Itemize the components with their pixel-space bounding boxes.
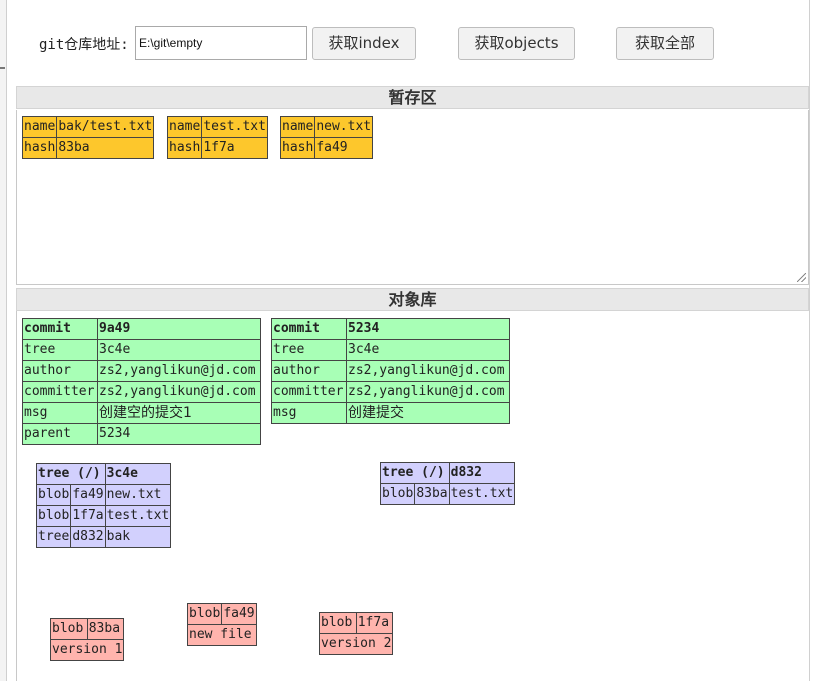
commit-kind: commit: [22, 318, 98, 340]
entry-hash: fa49: [314, 137, 374, 159]
tree-entry-type: tree: [35, 526, 72, 548]
commit-kind: commit: [271, 318, 347, 340]
tree-entry-type: blob: [379, 483, 416, 505]
commit-field-key: author: [271, 360, 347, 382]
commit-field-value: 创建空的提交1: [97, 402, 261, 424]
tree-hash: d832: [448, 462, 516, 484]
left-frame-edge: [0, 0, 7, 681]
tree-entry-hash: d832: [70, 526, 106, 548]
entry-name-key: name: [279, 116, 316, 138]
blob-kind: blob: [186, 603, 223, 625]
tree-hash: 3c4e: [104, 463, 172, 485]
right-frame-edge: [809, 0, 810, 681]
get-all-button[interactable]: 获取全部: [616, 27, 714, 60]
commit-field-value: zs2,yanglikun@jd.com: [346, 381, 510, 403]
tree-entry-name: test.txt: [104, 505, 172, 527]
commit-hash: 5234: [346, 318, 510, 340]
blob-kind: blob: [319, 612, 357, 634]
commit-field-value: zs2,yanglikun@jd.com: [97, 360, 261, 382]
commit-field-key: tree: [22, 339, 98, 361]
blob-hash: fa49: [221, 603, 257, 625]
entry-hash-key: hash: [279, 137, 316, 159]
commit-field-key: parent: [22, 423, 98, 445]
object-store-title: 对象库: [16, 288, 809, 311]
entry-hash-key: hash: [21, 137, 58, 159]
tree-entry-hash: 83ba: [414, 483, 450, 505]
commit-field-value: zs2,yanglikun@jd.com: [97, 381, 261, 403]
resize-grip-icon[interactable]: [797, 273, 806, 282]
blob-content: version 1: [49, 639, 125, 661]
tree-entry-name: new.txt: [104, 484, 172, 506]
entry-hash: 1f7a: [201, 137, 268, 159]
blob-hash: 1f7a: [355, 612, 394, 634]
commit-field-value: zs2,yanglikun@jd.com: [346, 360, 510, 382]
tree-entry-type: blob: [35, 505, 72, 527]
entry-hash: 83ba: [56, 137, 155, 159]
commit-field-key: author: [22, 360, 98, 382]
blob-hash: 83ba: [86, 618, 125, 640]
entry-name: bak/test.txt: [56, 116, 155, 138]
commit-hash: 9a49: [97, 318, 261, 340]
blob-kind: blob: [50, 618, 88, 640]
tree-entry-name: bak: [104, 526, 172, 548]
commit-field-key: msg: [271, 402, 347, 424]
staging-area-title: 暂存区: [16, 86, 809, 109]
commit-field-value: 创建提交: [346, 402, 510, 424]
entry-name-key: name: [166, 116, 203, 138]
commit-field-key: committer: [22, 381, 98, 403]
entry-name-key: name: [21, 116, 58, 138]
repo-path-label: git仓库地址:: [39, 37, 129, 53]
entry-name: test.txt: [201, 116, 268, 138]
frame-marker: [0, 67, 5, 69]
commit-field-key: committer: [271, 381, 347, 403]
tree-entry-hash: 1f7a: [70, 505, 106, 527]
get-objects-button[interactable]: 获取objects: [458, 27, 575, 60]
blob-content: new file: [187, 624, 257, 646]
get-index-button[interactable]: 获取index: [312, 27, 416, 60]
commit-field-value: 5234: [97, 423, 261, 445]
tree-entry-name: test.txt: [448, 483, 516, 505]
commit-field-value: 3c4e: [346, 339, 510, 361]
commit-field-key: tree: [271, 339, 347, 361]
commit-field-value: 3c4e: [97, 339, 261, 361]
entry-name: new.txt: [314, 116, 374, 138]
entry-hash-key: hash: [166, 137, 203, 159]
repo-path-input[interactable]: [135, 26, 307, 60]
commit-field-key: msg: [22, 402, 98, 424]
tree-kind: tree (/): [380, 462, 450, 484]
tree-entry-type: blob: [35, 484, 72, 506]
tree-entry-hash: fa49: [70, 484, 106, 506]
tree-kind: tree (/): [36, 463, 106, 485]
blob-content: version 2: [318, 633, 394, 655]
